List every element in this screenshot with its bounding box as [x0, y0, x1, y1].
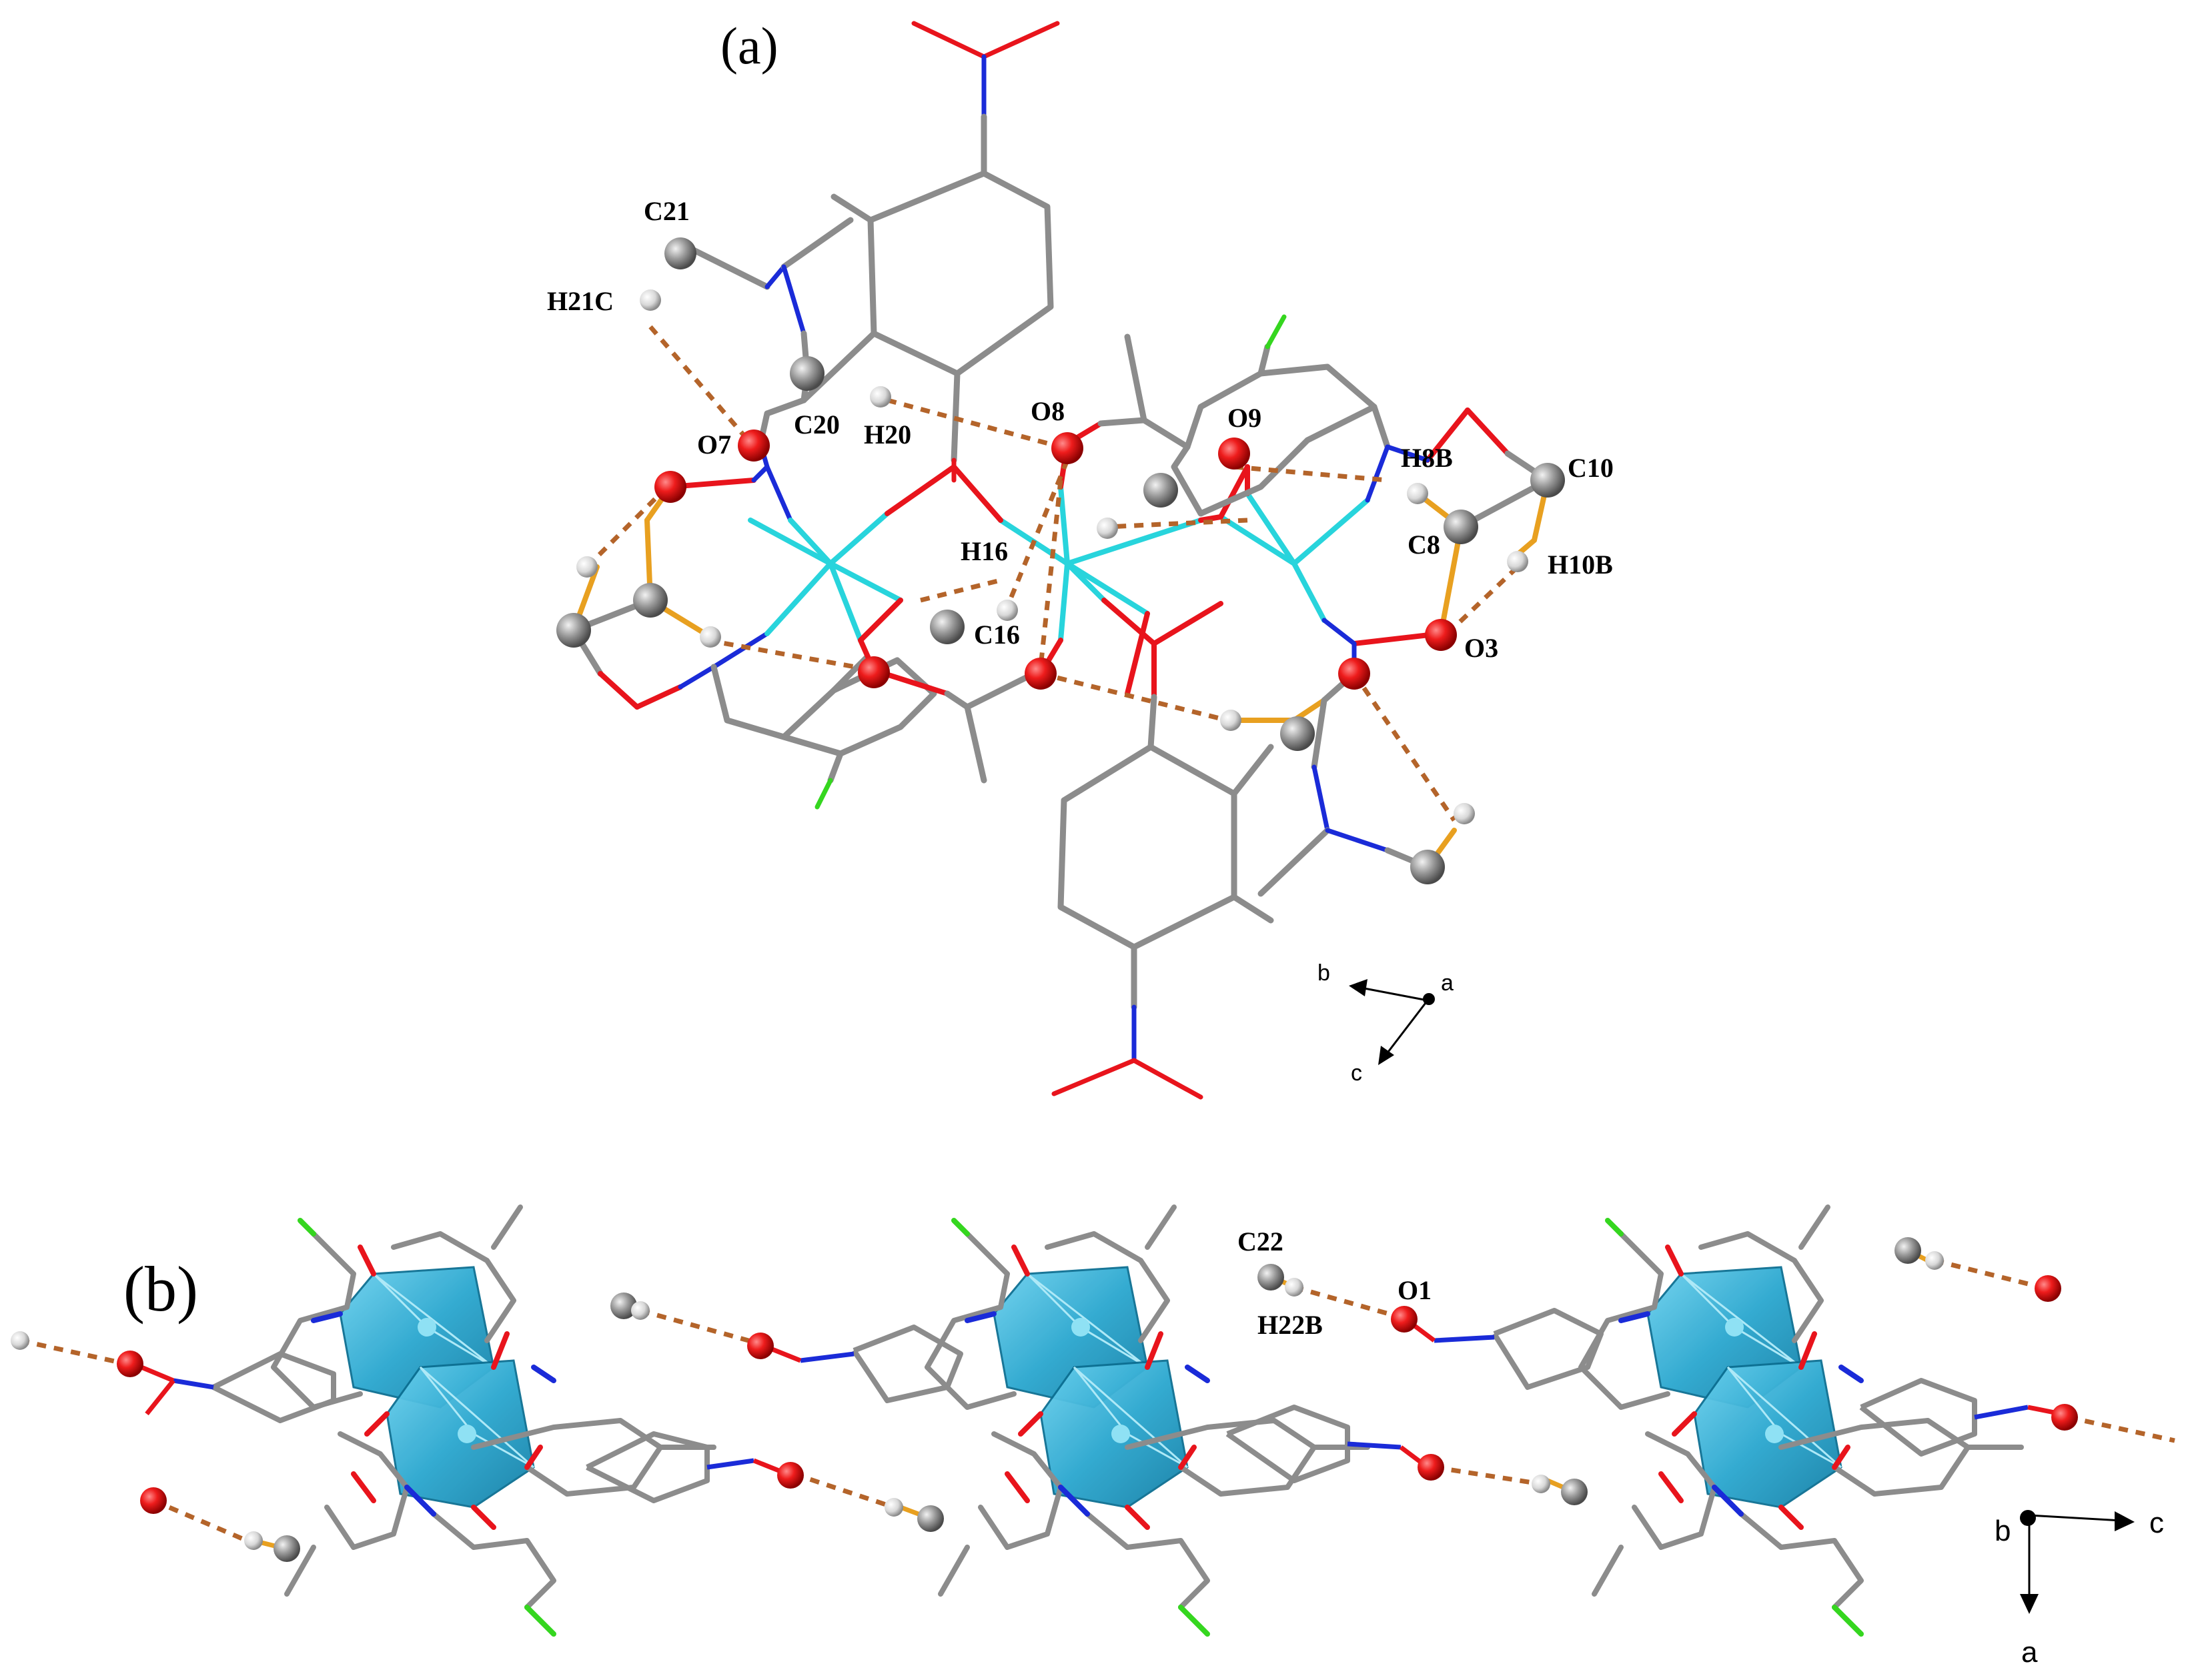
panel-b-chain — [11, 1207, 2175, 1634]
label-h20: H20 — [864, 419, 911, 450]
label-h8b: H8B — [1401, 443, 1453, 473]
axis-c-label-2: c — [2149, 1507, 2164, 1539]
chain-unit-1 — [274, 1207, 714, 1634]
axis-c-label: c — [1351, 1060, 1362, 1086]
label-c10: C10 — [1568, 453, 1614, 483]
chain-unit-3 — [1581, 1207, 2021, 1634]
panel-b-label: (b) — [123, 1253, 198, 1325]
label-o7: O7 — [697, 430, 731, 460]
label-c16: C16 — [974, 620, 1020, 650]
label-o3: O3 — [1464, 633, 1498, 663]
panel-a-label: (a) — [720, 17, 778, 75]
panel-a-atom-labels: C21 H21C O7 C20 H20 O8 O9 H8B C10 C8 H10… — [547, 196, 1614, 663]
label-c21: C21 — [644, 196, 690, 226]
panel-b-atom-labels: C22 O1 H22B — [1237, 1226, 1432, 1340]
axis-b-label-2: b — [1995, 1515, 2011, 1547]
label-h10b: H10B — [1548, 550, 1613, 580]
label-c8: C8 — [1408, 530, 1440, 560]
panel-b-axis-triad: b c a — [1995, 1507, 2164, 1669]
panel-a-axis-triad: b a c — [1317, 960, 1454, 1086]
chain-unit-2 — [927, 1207, 1368, 1634]
label-h21c: H21C — [547, 286, 614, 316]
axis-a-label-2: a — [2021, 1636, 2038, 1669]
label-h16: H16 — [961, 536, 1008, 566]
label-o1: O1 — [1398, 1275, 1432, 1305]
label-c22: C22 — [1237, 1226, 1283, 1256]
label-h22b: H22B — [1257, 1310, 1323, 1340]
panel-a-atoms — [556, 237, 1565, 884]
label-o8: O8 — [1031, 396, 1065, 426]
panel-a-hydrogen-bonds — [585, 325, 1520, 822]
panel-a-molecule — [570, 21, 1551, 1100]
axis-a-label: a — [1441, 970, 1454, 996]
axis-b-label: b — [1317, 960, 1330, 986]
label-c20: C20 — [794, 409, 840, 440]
label-o9: O9 — [1227, 403, 1261, 433]
